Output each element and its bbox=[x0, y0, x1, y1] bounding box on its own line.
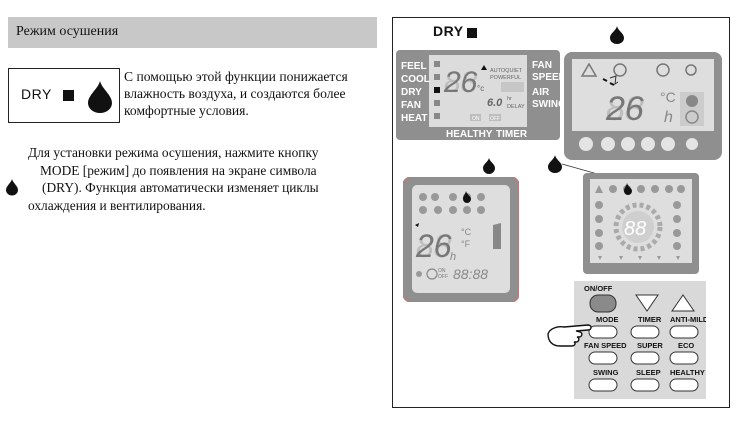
swing-button[interactable] bbox=[588, 378, 618, 392]
mode-cool: COOL bbox=[401, 74, 430, 85]
display-panel-2: 88 26 °C h bbox=[564, 52, 722, 160]
drop-icon bbox=[88, 81, 112, 113]
remote-control: ON/OFF MODE TIMER ANTI-MILDEW FAN SPEED … bbox=[574, 281, 706, 399]
right-label-air: AIR bbox=[532, 87, 550, 98]
mode-button[interactable] bbox=[588, 325, 618, 339]
display1-on-label: ON bbox=[472, 116, 480, 122]
dry-mode-indicator: DRY bbox=[8, 68, 120, 123]
sleep-label: SLEEP bbox=[636, 368, 661, 377]
timer-unit: hr bbox=[507, 96, 512, 102]
timer-value: 6.0 bbox=[487, 97, 503, 109]
dry-pointer-icon bbox=[481, 65, 487, 70]
display3-temperature: 26 bbox=[415, 228, 452, 264]
display4-center: 88 bbox=[624, 218, 646, 240]
super-button[interactable] bbox=[630, 351, 660, 365]
display1-unit: °c bbox=[477, 84, 484, 93]
down-arrow-button[interactable] bbox=[635, 294, 659, 312]
mode-dry: DRY bbox=[401, 87, 422, 98]
display1-off-label: OFF bbox=[490, 116, 500, 122]
display2-signal-icon bbox=[602, 78, 615, 86]
display1-temperature-shadow: 88 bbox=[444, 66, 478, 99]
display-panel-4: 88 bbox=[583, 173, 699, 274]
svg-text:88: 88 bbox=[416, 228, 452, 264]
inline-drop-icon bbox=[6, 179, 18, 196]
instruction-line-1: Для установки режима осушения, нажмите к… bbox=[28, 145, 319, 160]
display3-unit-h: h bbox=[450, 251, 456, 263]
fan-speed-button[interactable] bbox=[588, 351, 618, 365]
display3-unit-c: °C bbox=[461, 227, 472, 237]
delay-label: DELAY bbox=[507, 104, 525, 110]
super-label: SUPER bbox=[637, 341, 663, 350]
section-header: Режим осушения bbox=[8, 17, 377, 48]
mode-label: MODE bbox=[596, 315, 619, 324]
mode-heat: HEAT bbox=[401, 113, 427, 124]
healthy-button-label: HEALTHY bbox=[670, 368, 705, 377]
anti-mildew-button[interactable] bbox=[669, 325, 699, 339]
instruction-line-4: охлаждения и вентилирования. bbox=[28, 197, 206, 213]
display3-drop-icon bbox=[483, 158, 495, 174]
display4-dial bbox=[613, 202, 663, 252]
on-off-button[interactable] bbox=[589, 294, 617, 313]
right-label-swing: SWING bbox=[532, 99, 560, 110]
sleep-button[interactable] bbox=[630, 378, 660, 392]
dry-selected-marker bbox=[434, 87, 440, 93]
display3-clock: 88:88 bbox=[453, 266, 488, 282]
display3-on: ON bbox=[438, 268, 446, 274]
autoquiet-label: AUTOQUIET bbox=[490, 68, 523, 74]
dry-label: DRY bbox=[21, 86, 52, 102]
right-label-speed: SPEED bbox=[532, 72, 560, 83]
display3-off: OFF bbox=[438, 274, 448, 280]
section-title: Режим осушения bbox=[16, 24, 119, 39]
timer-label: TIMER bbox=[496, 129, 528, 140]
display4-drop-icon bbox=[548, 155, 562, 173]
instruction-line-3-text: (DRY). Функция автоматически изменяет ци… bbox=[42, 180, 319, 195]
display-panel-3: 88 26 °C °F h ON OFF 88:88 bbox=[403, 177, 519, 302]
display2-info-icon bbox=[686, 95, 698, 107]
display1-dry-label: DRY bbox=[433, 23, 464, 39]
instruction-line-3: (DRY). Функция автоматически изменяет ци… bbox=[6, 179, 388, 197]
square-icon bbox=[63, 90, 74, 101]
display3-unit-f: °F bbox=[461, 239, 471, 249]
display2-unit-c: °C bbox=[660, 89, 676, 105]
display2-clock-icon bbox=[685, 110, 699, 124]
up-arrow-button[interactable] bbox=[671, 294, 695, 312]
right-label-fan: FAN bbox=[532, 60, 552, 71]
timer-button[interactable] bbox=[630, 325, 660, 339]
timer-button-label: TIMER bbox=[638, 315, 662, 324]
anti-mildew-label: ANTI-MILDEW bbox=[670, 315, 706, 324]
display1-dry-square-icon bbox=[467, 28, 477, 38]
mode-feel: FEEL bbox=[401, 61, 427, 72]
mode-fan: FAN bbox=[401, 100, 421, 111]
fan-speed-label: FAN SPEED bbox=[584, 341, 627, 350]
display2-temperature: 26 bbox=[605, 90, 644, 128]
description-paragraph-1: С помощью этой функции понижается влажно… bbox=[124, 69, 348, 118]
display3-signal-bars bbox=[493, 223, 501, 249]
swing-label: SWING bbox=[593, 368, 619, 377]
display1-temperature: 26 bbox=[443, 66, 478, 99]
powerful-label: POWERFUL bbox=[490, 75, 521, 81]
eco-label: ECO bbox=[678, 341, 694, 350]
pointing-hand-icon bbox=[547, 324, 592, 347]
display3-drop-indicator-icon bbox=[463, 191, 471, 203]
fan-speed-bars bbox=[501, 82, 524, 92]
instruction-line-2: MODE [режим] до появления на экране симв… bbox=[40, 162, 317, 178]
healthy-button[interactable] bbox=[669, 378, 699, 392]
display2-unit-h: h bbox=[664, 109, 673, 126]
on-off-label: ON/OFF bbox=[584, 284, 613, 293]
display4-drop-indicator-icon bbox=[624, 183, 632, 195]
svg-text:88: 88 bbox=[606, 90, 644, 128]
healthy-label: HEALTHY bbox=[446, 129, 493, 140]
display2-drop-icon bbox=[610, 26, 624, 44]
description-paragraph-2: Для установки режима осушения, нажмите к… bbox=[6, 144, 388, 214]
display3-clock-icon bbox=[426, 268, 438, 280]
eco-button[interactable] bbox=[669, 351, 699, 365]
display-panel-1: FEEL COOL DRY FAN HEAT 88 26 °c AUTOQUIE… bbox=[396, 50, 560, 140]
